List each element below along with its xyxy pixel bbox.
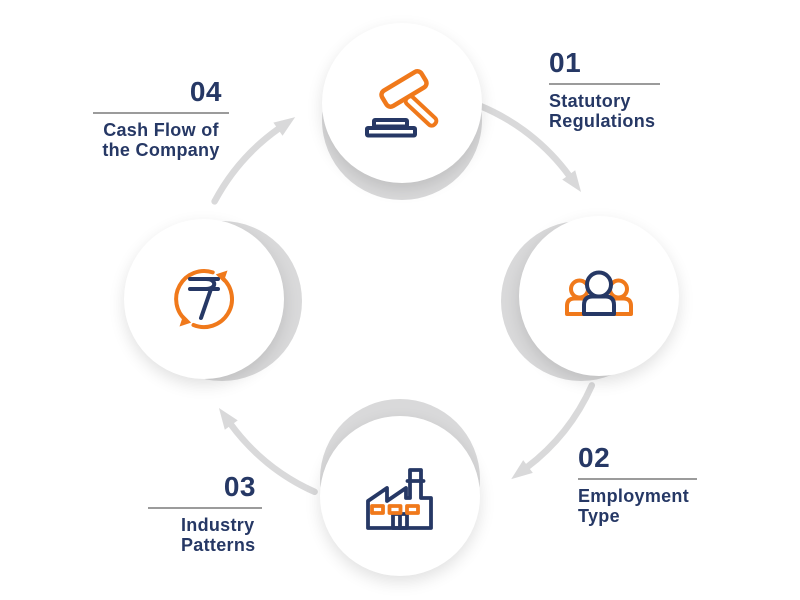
step3-divider <box>148 507 262 509</box>
step1-label: Statutory Regulations <box>549 91 656 131</box>
step2-number: 02 <box>578 442 611 473</box>
gavel-icon <box>365 69 439 138</box>
factory-building <box>366 468 433 530</box>
gavel-base <box>365 118 417 138</box>
gavel-head <box>379 69 429 109</box>
step1-number: 01 <box>549 47 582 78</box>
step2-label-block: 02 Employment Type <box>578 444 697 527</box>
step2-divider <box>578 478 697 480</box>
center-person <box>582 270 616 316</box>
step4-label-block: 04 Cash Flow of the Company <box>93 78 229 161</box>
node-statutory-regulations <box>322 23 482 183</box>
arrow-step2-to-step3 <box>511 382 596 480</box>
node-industry-patterns <box>320 416 480 576</box>
node-employment-type <box>519 216 679 376</box>
factory-windows <box>370 504 420 515</box>
gavel-handle <box>403 94 439 128</box>
rupee-symbol <box>188 277 220 320</box>
arrow-step1-to-step2 <box>475 102 582 192</box>
step2-label: Employment Type <box>578 486 690 526</box>
step1-label-block: 01 Statutory Regulations <box>549 49 660 132</box>
step4-number: 04 <box>189 76 222 107</box>
step3-label-block: 03 Industry Patterns <box>148 473 262 556</box>
step1-divider <box>549 83 660 85</box>
arrow-step3-to-step4 <box>218 408 318 496</box>
people-group-icon <box>565 270 633 316</box>
rupee-cycle-icon <box>174 269 234 329</box>
cycle-arcs <box>174 269 234 329</box>
step3-label: Industry Patterns <box>181 515 256 555</box>
step4-label: Cash Flow of the Company <box>102 120 220 160</box>
arrow-step4-to-step1 <box>211 117 296 205</box>
node-cash-flow <box>124 219 284 379</box>
factory-icon <box>366 468 433 530</box>
step4-divider <box>93 112 229 114</box>
step3-number: 03 <box>223 471 256 502</box>
